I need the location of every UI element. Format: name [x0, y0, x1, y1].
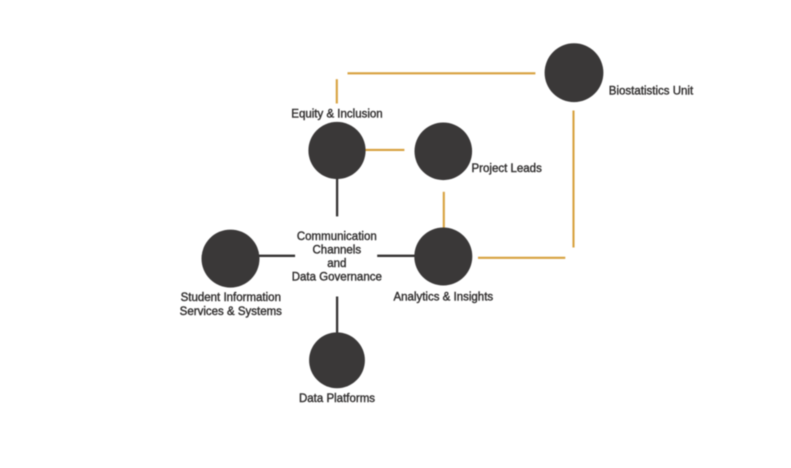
svg-text:Student Information: Student Information — [181, 292, 281, 304]
svg-text:Communication: Communication — [297, 231, 377, 243]
svg-text:Data Platforms: Data Platforms — [299, 393, 375, 405]
svg-text:Data Governance: Data Governance — [292, 272, 382, 284]
svg-text:Project Leads: Project Leads — [472, 163, 543, 175]
svg-text:and: and — [327, 258, 346, 270]
svg-text:Analytics & Insights: Analytics & Insights — [393, 291, 493, 303]
svg-text:Equity & Inclusion: Equity & Inclusion — [291, 108, 382, 120]
svg-text:Channels: Channels — [313, 245, 362, 257]
svg-text:Services & Systems: Services & Systems — [180, 306, 282, 318]
svg-text:Biostatistics Unit: Biostatistics Unit — [609, 86, 694, 98]
